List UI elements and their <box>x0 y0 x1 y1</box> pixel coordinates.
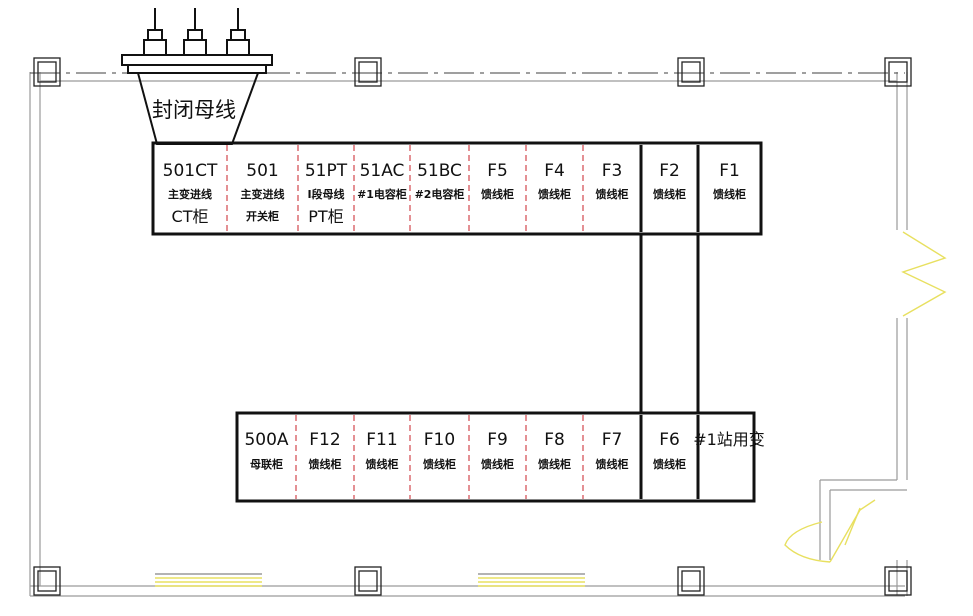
bottom-panel-desc: 馈线柜 <box>481 457 514 471</box>
top-panel-desc: 馈线柜 <box>481 187 514 201</box>
top-panel-desc: 主变进线 <box>241 187 285 201</box>
bushing-3 <box>226 8 250 56</box>
bottom-panel-desc: 馈线柜 <box>366 457 399 471</box>
column-bottom-right <box>884 566 912 596</box>
bottom-panel-code: 500A <box>244 430 288 450</box>
bottom-panel-2: F12 馈线柜 <box>309 430 342 471</box>
top-panel-desc2: CT柜 <box>172 207 209 226</box>
top-panel-code: 501 <box>246 161 278 181</box>
bottom-panel-desc: 母联柜 <box>250 457 283 471</box>
bottom-panel-9: #1站用变 <box>693 430 765 449</box>
bushing-2 <box>183 8 207 56</box>
bottom-panel-desc: 馈线柜 <box>596 457 629 471</box>
bottom-panel-8: F6 馈线柜 <box>653 430 686 471</box>
windows <box>155 573 585 587</box>
top-panel-desc: 主变进线 <box>168 187 212 201</box>
top-panel-desc2: PT柜 <box>308 207 343 226</box>
bottom-panel-code: F6 <box>659 430 680 450</box>
bottom-panel-cells: 500A 母联柜 F12 馈线柜 F11 馈线柜 F10 馈线柜 F9 馈线柜 F8 馈线柜 F7 馈线柜… <box>244 415 765 499</box>
top-panel-desc: #2电容柜 <box>415 187 465 201</box>
top-panel-code: 51BC <box>417 161 462 181</box>
column-bottom-left <box>33 566 61 596</box>
top-panel-code: F4 <box>544 161 565 181</box>
bus-connection <box>639 234 700 413</box>
top-panel-8: F3 馈线柜 <box>596 161 629 201</box>
top-panel-7: F4 馈线柜 <box>538 161 571 201</box>
bottom-panel-4: F10 馈线柜 <box>423 430 456 471</box>
top-panel-desc: 馈线柜 <box>596 187 629 201</box>
top-panel-row <box>151 141 763 236</box>
enclosed-busbar-label: 封闭母线 <box>152 98 236 122</box>
bushing-1 <box>143 8 167 56</box>
top-panel-code: 501CT <box>163 161 218 181</box>
bottom-panel-code: #1站用变 <box>693 430 765 449</box>
top-panel-desc: I段母线 <box>307 187 344 201</box>
column-top-mid-left <box>354 57 382 87</box>
bottom-panel-code: F10 <box>424 430 455 450</box>
bottom-panel-code: F7 <box>602 430 623 450</box>
bottom-panel-row <box>235 411 756 503</box>
bottom-panel-code: F11 <box>366 430 397 450</box>
top-panel-4: 51AC #1电容柜 <box>357 161 407 201</box>
column-top-mid-right <box>677 57 705 87</box>
top-panel-code: 51AC <box>360 161 405 181</box>
bottom-panel-code: F12 <box>309 430 340 450</box>
bottom-panel-desc: 馈线柜 <box>309 457 342 471</box>
top-panel-3: 51PT I段母线 PT柜 <box>305 161 348 226</box>
right-wall-opening <box>901 231 947 317</box>
top-panel-code: 51PT <box>305 161 348 181</box>
structural-columns <box>33 57 912 596</box>
top-panel-code: F2 <box>659 161 680 181</box>
door-swing <box>784 499 876 563</box>
bottom-panel-code: F9 <box>487 430 508 450</box>
top-panel-code: F5 <box>487 161 508 181</box>
column-top-left <box>33 57 61 87</box>
top-panel-code: F1 <box>719 161 740 181</box>
top-panel-desc: 馈线柜 <box>713 187 746 201</box>
bottom-panel-3: F11 馈线柜 <box>366 430 399 471</box>
top-panel-10: F1 馈线柜 <box>713 161 746 201</box>
bushing-terminals <box>121 8 273 74</box>
top-panel-9: F2 馈线柜 <box>653 161 686 201</box>
bottom-panel-1: 500A 母联柜 <box>244 430 288 471</box>
bottom-panel-5: F9 馈线柜 <box>481 430 514 471</box>
top-panel-desc: 馈线柜 <box>538 187 571 201</box>
bottom-panel-desc: 馈线柜 <box>653 457 686 471</box>
top-panel-desc: #1电容柜 <box>357 187 407 201</box>
top-panel-6: F5 馈线柜 <box>481 161 514 201</box>
top-panel-desc2: 开关柜 <box>246 209 279 223</box>
bottom-panel-7: F7 馈线柜 <box>596 430 629 471</box>
bottom-panel-desc: 馈线柜 <box>423 457 456 471</box>
top-panel-5: 51BC #2电容柜 <box>415 161 465 201</box>
top-panel-1: 501CT 主变进线 CT柜 <box>163 161 218 226</box>
bottom-panel-desc: 馈线柜 <box>538 457 571 471</box>
top-panel-code: F3 <box>602 161 623 181</box>
bottom-panel-6: F8 馈线柜 <box>538 430 571 471</box>
bottom-panel-code: F8 <box>544 430 565 450</box>
top-panel-desc: 馈线柜 <box>653 187 686 201</box>
column-top-right <box>884 57 912 87</box>
column-bottom-mid-left <box>354 566 382 596</box>
column-bottom-mid-right <box>677 566 705 596</box>
